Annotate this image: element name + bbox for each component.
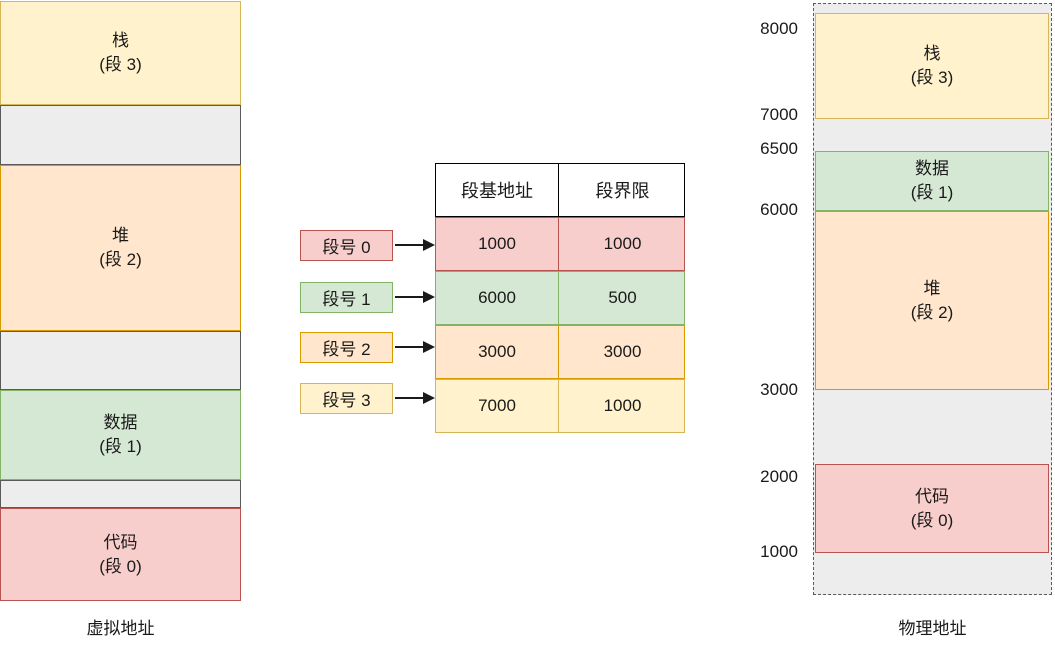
segment-number: (段 1) [910, 183, 954, 202]
virtual-address-caption: 虚拟地址 [86, 619, 155, 638]
virtual-segment-data: 数据 (段 1) [0, 390, 241, 480]
virtual-unused-gap [0, 480, 241, 508]
limit-cell: 1000 [603, 396, 642, 415]
base-address-cell: 7000 [436, 380, 559, 432]
address-mark-7000: 7000 [760, 105, 798, 124]
segment-name: 数据 [915, 159, 949, 178]
physical-segment-code: 代码 (段 0) [815, 464, 1049, 553]
segment-number: (段 1) [99, 437, 142, 456]
table-row: 6000 500 [435, 271, 685, 325]
segment-name: 栈 [112, 31, 129, 50]
virtual-segment-stack: 栈 (段 3) [0, 1, 241, 105]
segment-name: 堆 [923, 278, 941, 298]
segment-id-label-2: 段号 2 [300, 332, 393, 363]
address-mark-6000: 6000 [760, 200, 798, 219]
virtual-unused-gap [0, 105, 241, 165]
base-address-cell: 6000 [436, 272, 559, 324]
segment-name: 代码 [915, 486, 949, 506]
segment-id-label-0: 段号 0 [300, 230, 393, 261]
segment-number: (段 0) [99, 556, 142, 576]
segment-id-label-3: 段号 3 [300, 383, 393, 414]
arrow-icon [395, 239, 435, 251]
arrow-icon [395, 341, 435, 353]
virtual-segment-heap: 堆 (段 2) [0, 165, 241, 331]
address-mark-3000: 3000 [760, 380, 798, 399]
arrow-icon [395, 392, 435, 404]
limit-cell: 500 [608, 288, 637, 307]
segment-number: (段 2) [910, 302, 954, 322]
virtual-unused-gap [0, 331, 241, 390]
physical-segment-stack: 栈 (段 3) [815, 13, 1049, 119]
segment-name: 栈 [923, 44, 941, 63]
virtual-segment-code: 代码 (段 0) [0, 508, 241, 601]
physical-segment-data: 数据 (段 1) [815, 151, 1049, 211]
limit-cell: 3000 [603, 342, 642, 361]
address-mark-8000: 8000 [760, 19, 798, 38]
segment-number: (段 3) [910, 68, 954, 87]
segment-id-label-1: 段号 1 [300, 282, 393, 313]
segment-table-header-row: 段基地址 段界限 [435, 163, 685, 217]
segment-number: (段 3) [99, 55, 142, 74]
table-row: 7000 1000 [435, 379, 685, 433]
column-header-limit: 段界限 [595, 181, 650, 201]
base-address-cell: 1000 [436, 218, 559, 270]
address-mark-6500: 6500 [760, 139, 798, 158]
column-header-base: 段基地址 [436, 164, 559, 216]
address-mark-1000: 1000 [760, 542, 798, 561]
physical-segment-heap: 堆 (段 2) [815, 211, 1049, 390]
arrow-icon [395, 291, 435, 303]
address-mark-2000: 2000 [760, 467, 798, 486]
segment-name: 数据 [103, 413, 138, 432]
physical-address-caption: 物理地址 [898, 619, 967, 638]
limit-cell: 1000 [603, 234, 642, 253]
table-row: 1000 1000 [435, 217, 685, 271]
segment-number: (段 0) [910, 510, 954, 530]
base-address-cell: 3000 [436, 326, 559, 378]
table-row: 3000 3000 [435, 325, 685, 379]
segment-table: 段基地址 段界限 1000 1000 6000 500 3000 3000 70… [435, 163, 685, 433]
segment-name: 代码 [103, 532, 138, 552]
segment-number: (段 2) [99, 250, 142, 269]
segment-name: 堆 [112, 226, 129, 245]
